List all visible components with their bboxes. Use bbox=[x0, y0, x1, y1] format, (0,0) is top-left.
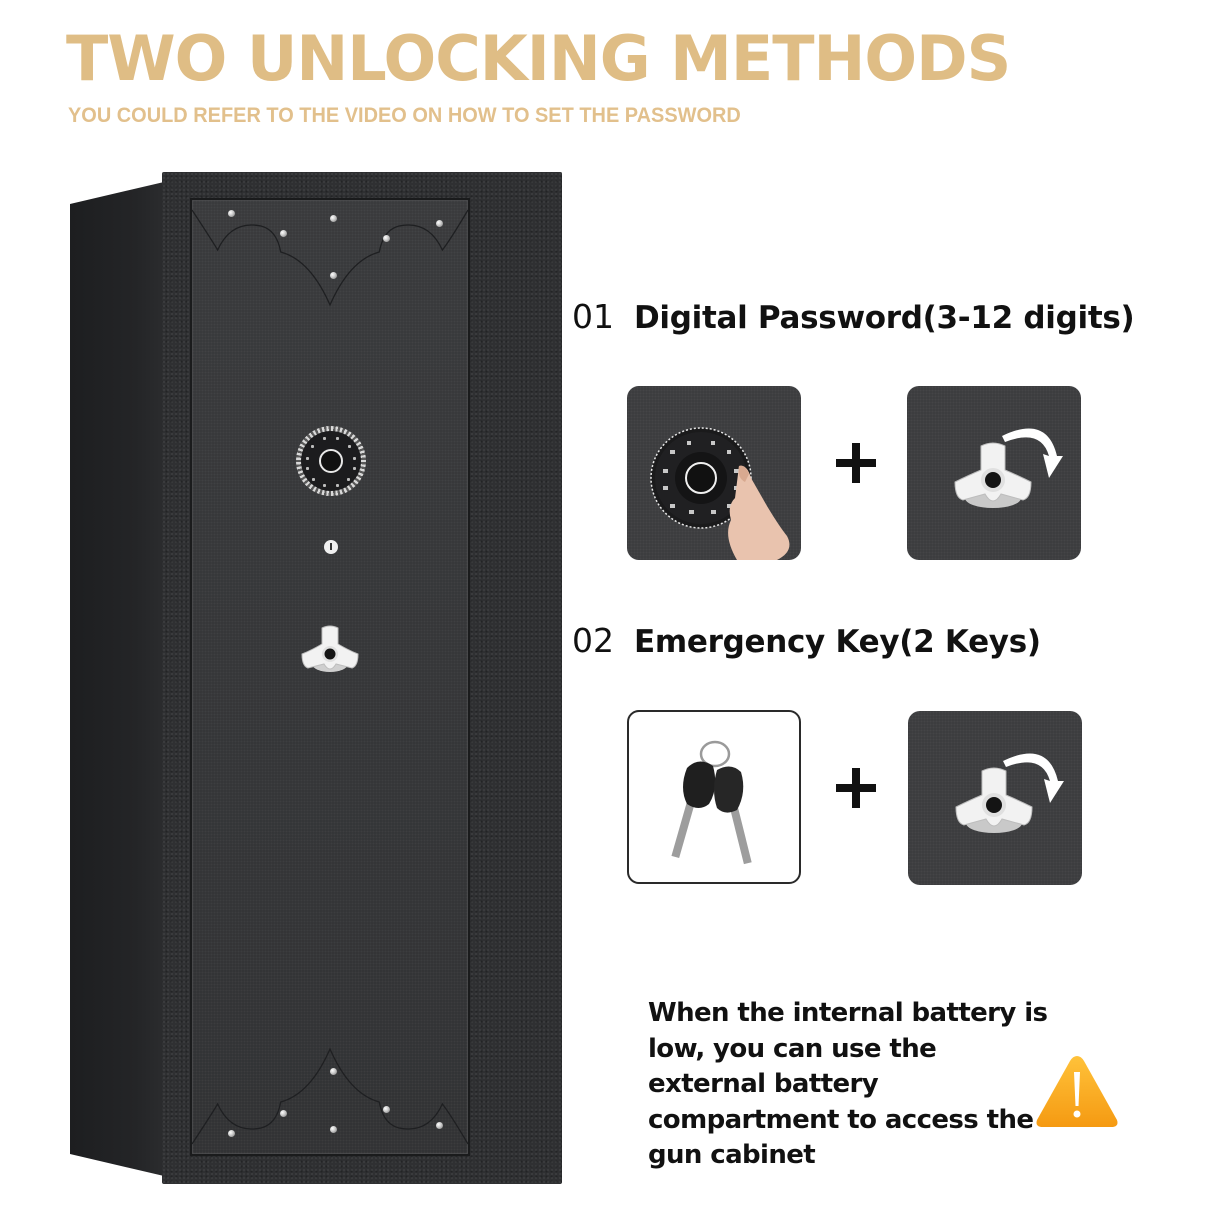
handle-rotate-icon bbox=[955, 753, 1064, 833]
bolt-icon bbox=[330, 1126, 337, 1133]
battery-note: When the internal battery is low, you ca… bbox=[648, 998, 1048, 1170]
page-title: TWO UNLOCKING METHODS bbox=[66, 22, 1011, 95]
handle-icon bbox=[301, 625, 359, 672]
method-02-title: 02 Emergency Key(2 Keys) bbox=[572, 624, 1041, 658]
keys-tile bbox=[627, 710, 801, 884]
handle-rotate-icon bbox=[954, 428, 1063, 508]
keypad-icon bbox=[650, 427, 790, 560]
warning-icon bbox=[1036, 1056, 1118, 1127]
keypad-icon bbox=[296, 426, 366, 496]
method-label: Emergency Key(2 Keys) bbox=[634, 624, 1041, 660]
method-01-title: 01 Digital Password(3-12 digits) bbox=[572, 297, 1135, 336]
plus-icon bbox=[836, 768, 876, 808]
handle-rotate-tile bbox=[908, 711, 1082, 885]
plus-icon bbox=[836, 443, 876, 483]
bolt-icon bbox=[436, 220, 443, 227]
bolt-icon bbox=[330, 272, 337, 279]
bolt-icon bbox=[330, 215, 337, 222]
cabinet-door bbox=[190, 198, 470, 1156]
fingerprint-sensor-icon bbox=[319, 449, 343, 473]
method-number: 02 bbox=[572, 621, 614, 660]
bolt-icon bbox=[330, 1068, 337, 1075]
bolt-icon bbox=[383, 235, 390, 242]
keyhole-icon bbox=[324, 540, 338, 554]
keypad-tile bbox=[627, 386, 801, 560]
bolt-icon bbox=[280, 1110, 287, 1117]
cabinet-side-panel bbox=[70, 182, 164, 1176]
keys-icon bbox=[671, 740, 752, 865]
bolt-icon bbox=[436, 1122, 443, 1129]
gun-cabinet-image bbox=[70, 170, 562, 1190]
method-number: 01 bbox=[572, 297, 614, 336]
bolt-icon bbox=[280, 230, 287, 237]
page-subtitle: YOU COULD REFER TO THE VIDEO ON HOW TO S… bbox=[68, 104, 741, 127]
method-label: Digital Password(3-12 digits) bbox=[634, 300, 1135, 336]
handle-rotate-tile bbox=[907, 386, 1081, 560]
door-ornament-bottom-icon bbox=[192, 1047, 468, 1145]
cabinet-front bbox=[162, 172, 562, 1184]
bolt-icon bbox=[228, 1130, 235, 1137]
bolt-icon bbox=[383, 1106, 390, 1113]
door-ornament-top-icon bbox=[192, 209, 468, 307]
bolt-icon bbox=[228, 210, 235, 217]
